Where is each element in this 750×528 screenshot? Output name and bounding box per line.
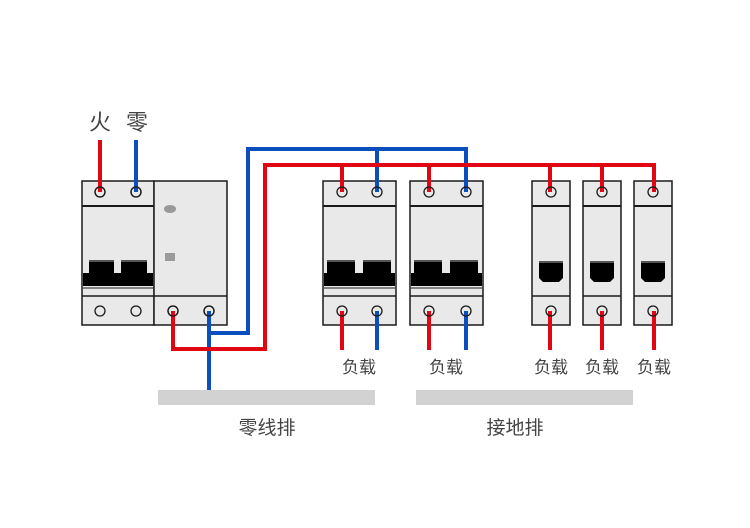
breaker-toggle[interactable] <box>324 260 395 286</box>
breaker-toggle[interactable] <box>539 261 563 282</box>
load-label: 负载 <box>429 358 463 378</box>
terminal-overlay <box>94 186 659 317</box>
breaker-toggle[interactable] <box>411 260 482 286</box>
rcd-indicator <box>165 253 175 261</box>
main-breaker <box>81 180 228 326</box>
terminal <box>460 305 472 317</box>
load-label: 负载 <box>534 358 568 378</box>
main-breaker-toggle[interactable] <box>83 260 153 286</box>
terminal <box>94 305 106 317</box>
terminal <box>545 305 557 317</box>
branch-breaker-5 <box>633 180 673 326</box>
neutral-bar-label: 零线排 <box>238 417 295 439</box>
ground-bar <box>416 390 633 405</box>
terminal <box>371 305 383 317</box>
branch-breaker-3 <box>531 180 571 326</box>
terminal <box>596 305 608 317</box>
branch-breaker-4 <box>582 180 622 326</box>
neutral-input-label: 零 <box>126 111 148 136</box>
neutral-bar <box>158 390 375 405</box>
load-label: 负载 <box>585 358 619 378</box>
breaker-toggle[interactable] <box>641 261 665 282</box>
terminal <box>130 305 142 317</box>
live-input-label: 火 <box>89 111 111 136</box>
live-distribution-wire <box>171 163 656 351</box>
terminal <box>167 305 179 317</box>
terminal <box>336 186 348 198</box>
terminal <box>423 186 435 198</box>
load-label: 负载 <box>342 358 376 378</box>
terminal <box>647 186 659 198</box>
terminal <box>371 186 383 198</box>
breaker-toggle[interactable] <box>590 261 614 282</box>
terminal <box>460 186 472 198</box>
terminal <box>545 186 557 198</box>
terminal <box>423 305 435 317</box>
terminal <box>647 305 659 317</box>
rcd-test-button[interactable] <box>164 205 176 213</box>
load-label: 负载 <box>637 358 671 378</box>
neutral-distribution-wire <box>207 147 468 335</box>
terminal <box>94 186 106 198</box>
terminal <box>203 305 215 317</box>
branch-breaker-1 <box>322 180 397 326</box>
wires <box>98 140 656 390</box>
ground-bar-label: 接地排 <box>486 417 543 439</box>
terminal <box>336 305 348 317</box>
branch-breaker-2 <box>409 180 484 326</box>
terminal <box>596 186 608 198</box>
terminal <box>130 186 142 198</box>
